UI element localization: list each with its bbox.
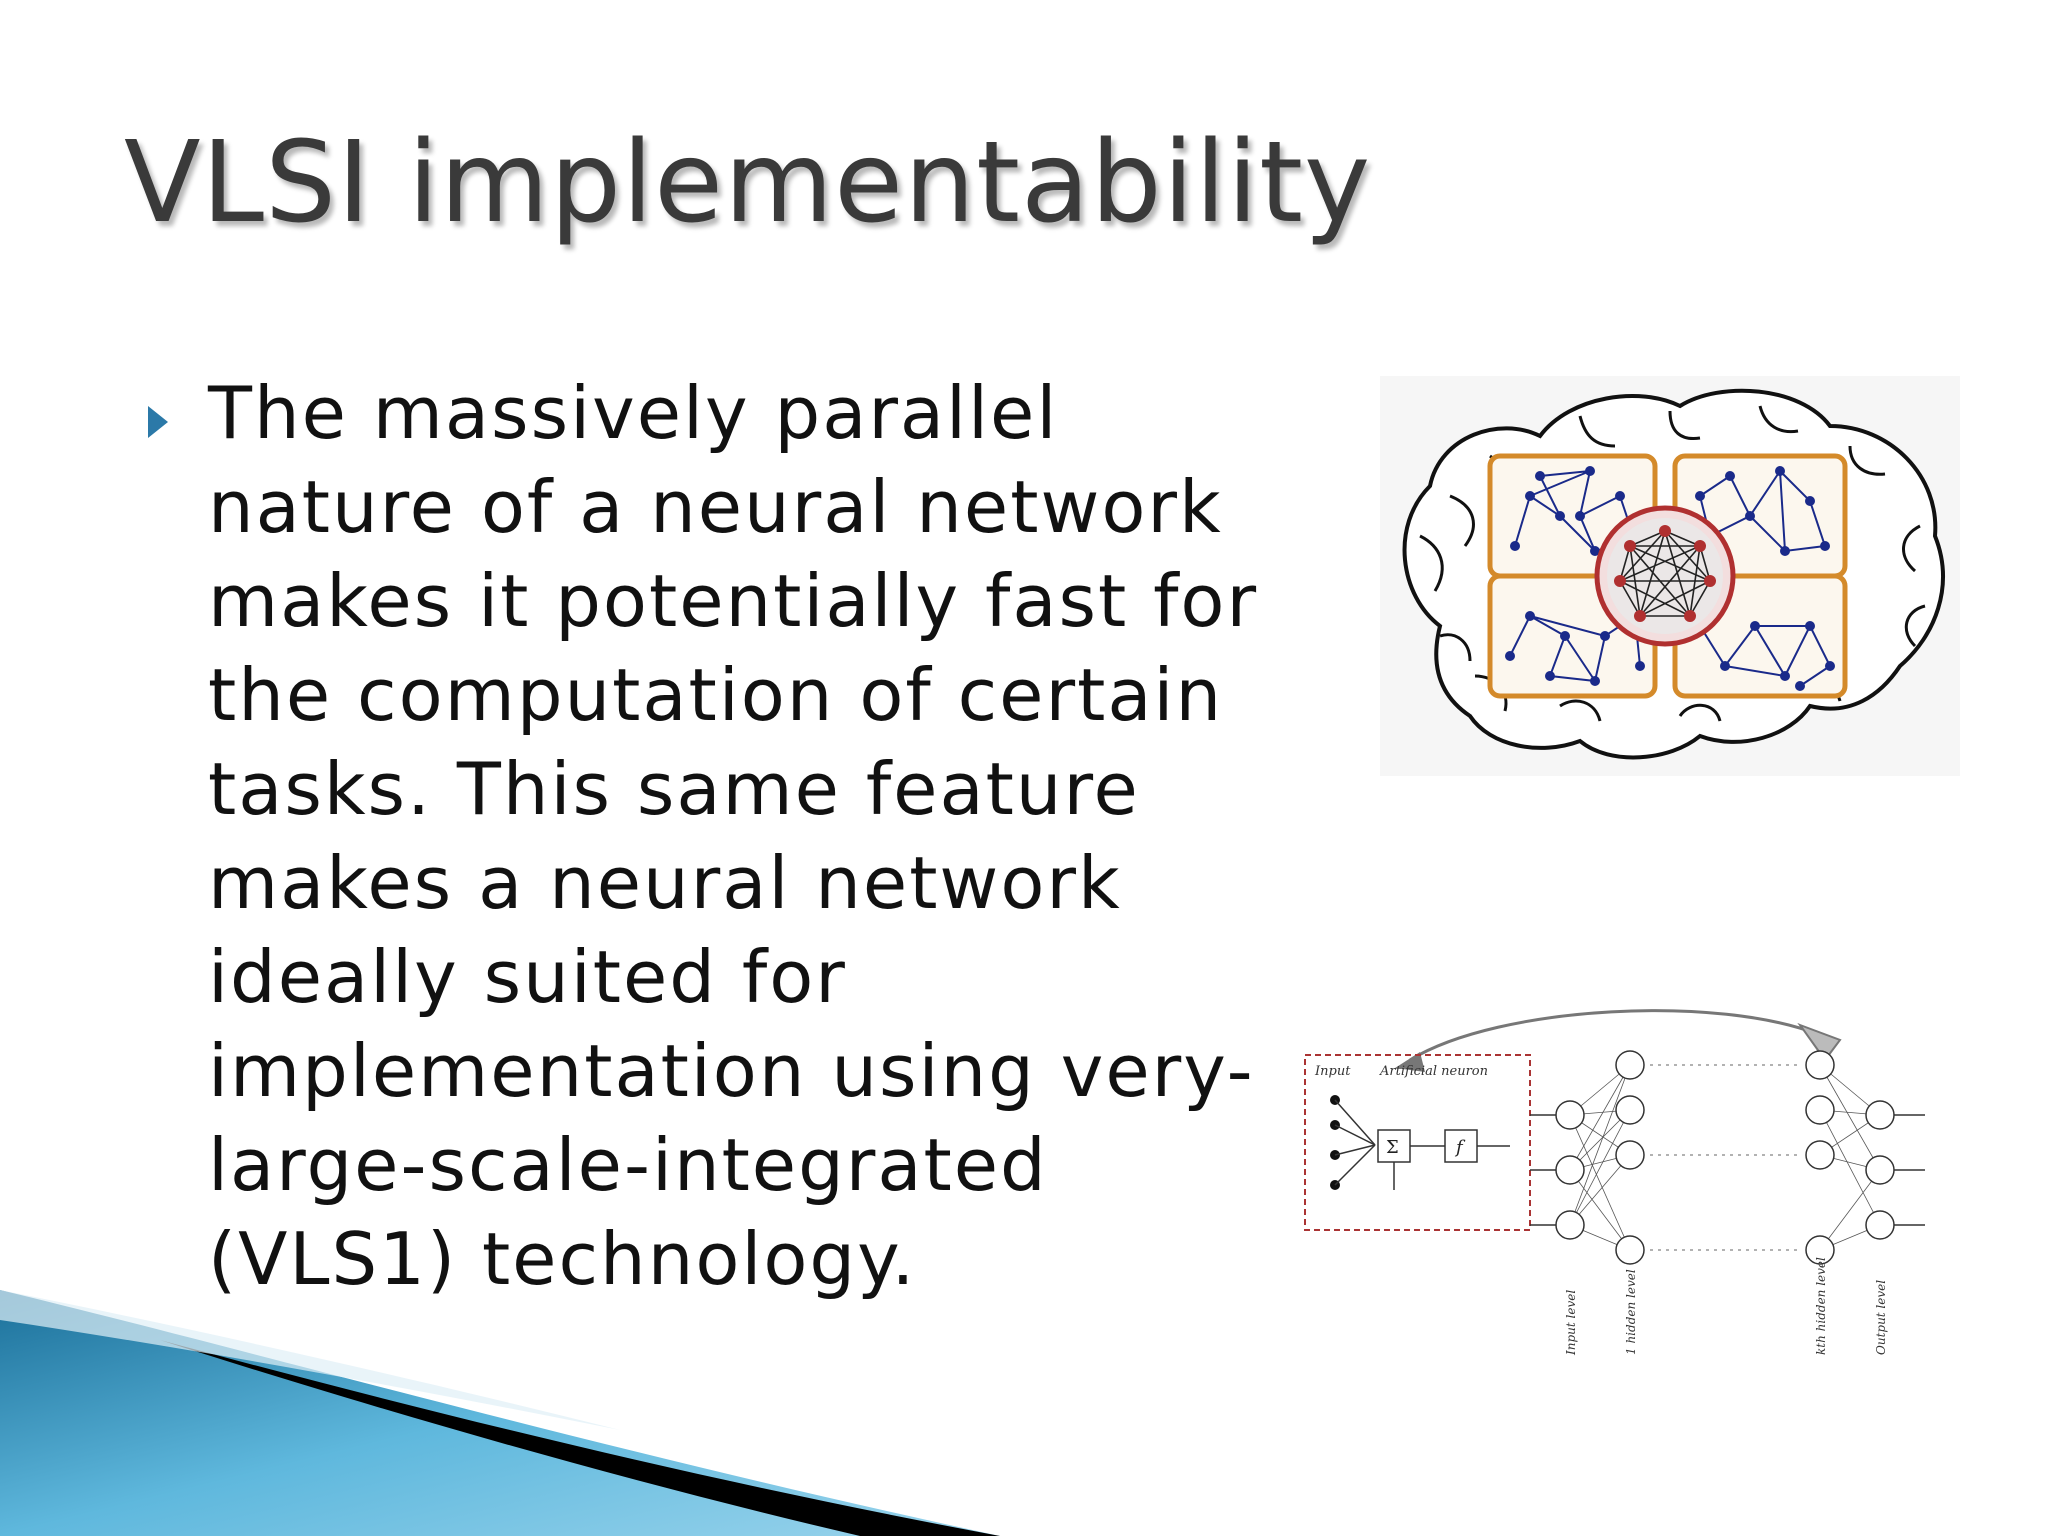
ann-level-label-input: Input level (1564, 1290, 1578, 1356)
bullet-text: The massively parallel nature of a neura… (208, 371, 1259, 1301)
ann-level-label-hidden-k: kth hidden level (1814, 1257, 1828, 1355)
slide-title: VLSI implementability (124, 118, 1372, 248)
ann-activation-symbol: f (1454, 1137, 1466, 1158)
ann-level-label-hidden-1: 1 hidden level (1624, 1269, 1638, 1355)
ann-neuron-label: Artificial neuron (1379, 1064, 1488, 1079)
ann-input-label: Input (1314, 1064, 1351, 1079)
ann-diagram: Input Artificial neuron Σ f (1304, 1009, 1925, 1356)
ann-level-label-output: Output level (1874, 1280, 1888, 1355)
decorative-swoosh (0, 1290, 1000, 1536)
brain-network-illustration (1380, 376, 1960, 776)
ann-sum-symbol: Σ (1386, 1137, 1399, 1158)
triangle-bullet-icon (148, 406, 168, 438)
